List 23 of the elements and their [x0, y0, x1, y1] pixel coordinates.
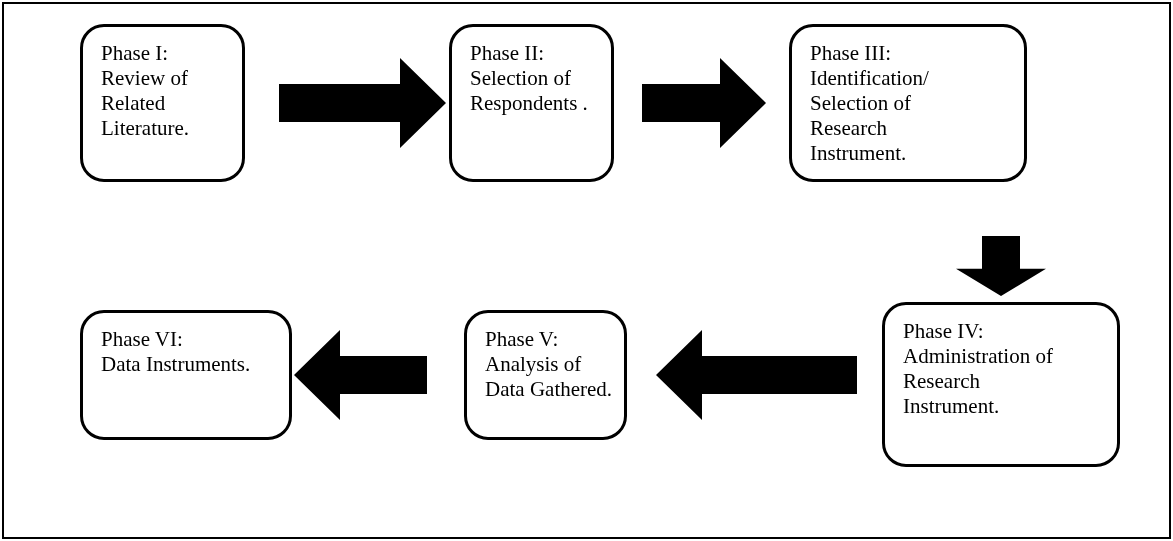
phase-description: Selection of Respondents .: [470, 66, 589, 116]
block-arrow: [642, 58, 766, 148]
phase-description: Analysis of Data Gathered.: [485, 352, 614, 402]
phase-description: Identification/ Selection of Research Instrument.: [810, 66, 930, 166]
phase-heading: Phase VI:: [101, 327, 184, 352]
phase-description: Administration of Research Instrument.: [903, 344, 1054, 419]
process-box: [789, 24, 1027, 182]
process-box: [80, 310, 292, 440]
block-arrow: [294, 330, 427, 420]
process-box: [464, 310, 627, 440]
process-box: [449, 24, 614, 182]
block-arrow: [956, 236, 1046, 296]
phase-heading: Phase III:: [810, 41, 893, 66]
block-arrow: [656, 330, 857, 420]
phase-description: Data Instruments.: [101, 352, 252, 377]
phase-heading: Phase IV:: [903, 319, 985, 344]
process-box: [882, 302, 1120, 467]
phase-heading: Phase V:: [485, 327, 560, 352]
process-box: [80, 24, 245, 182]
phase-heading: Phase II:: [470, 41, 546, 66]
phase-heading: Phase I:: [101, 41, 170, 66]
block-arrow: [279, 58, 446, 148]
phase-description: Review of Related Literature.: [101, 66, 191, 141]
